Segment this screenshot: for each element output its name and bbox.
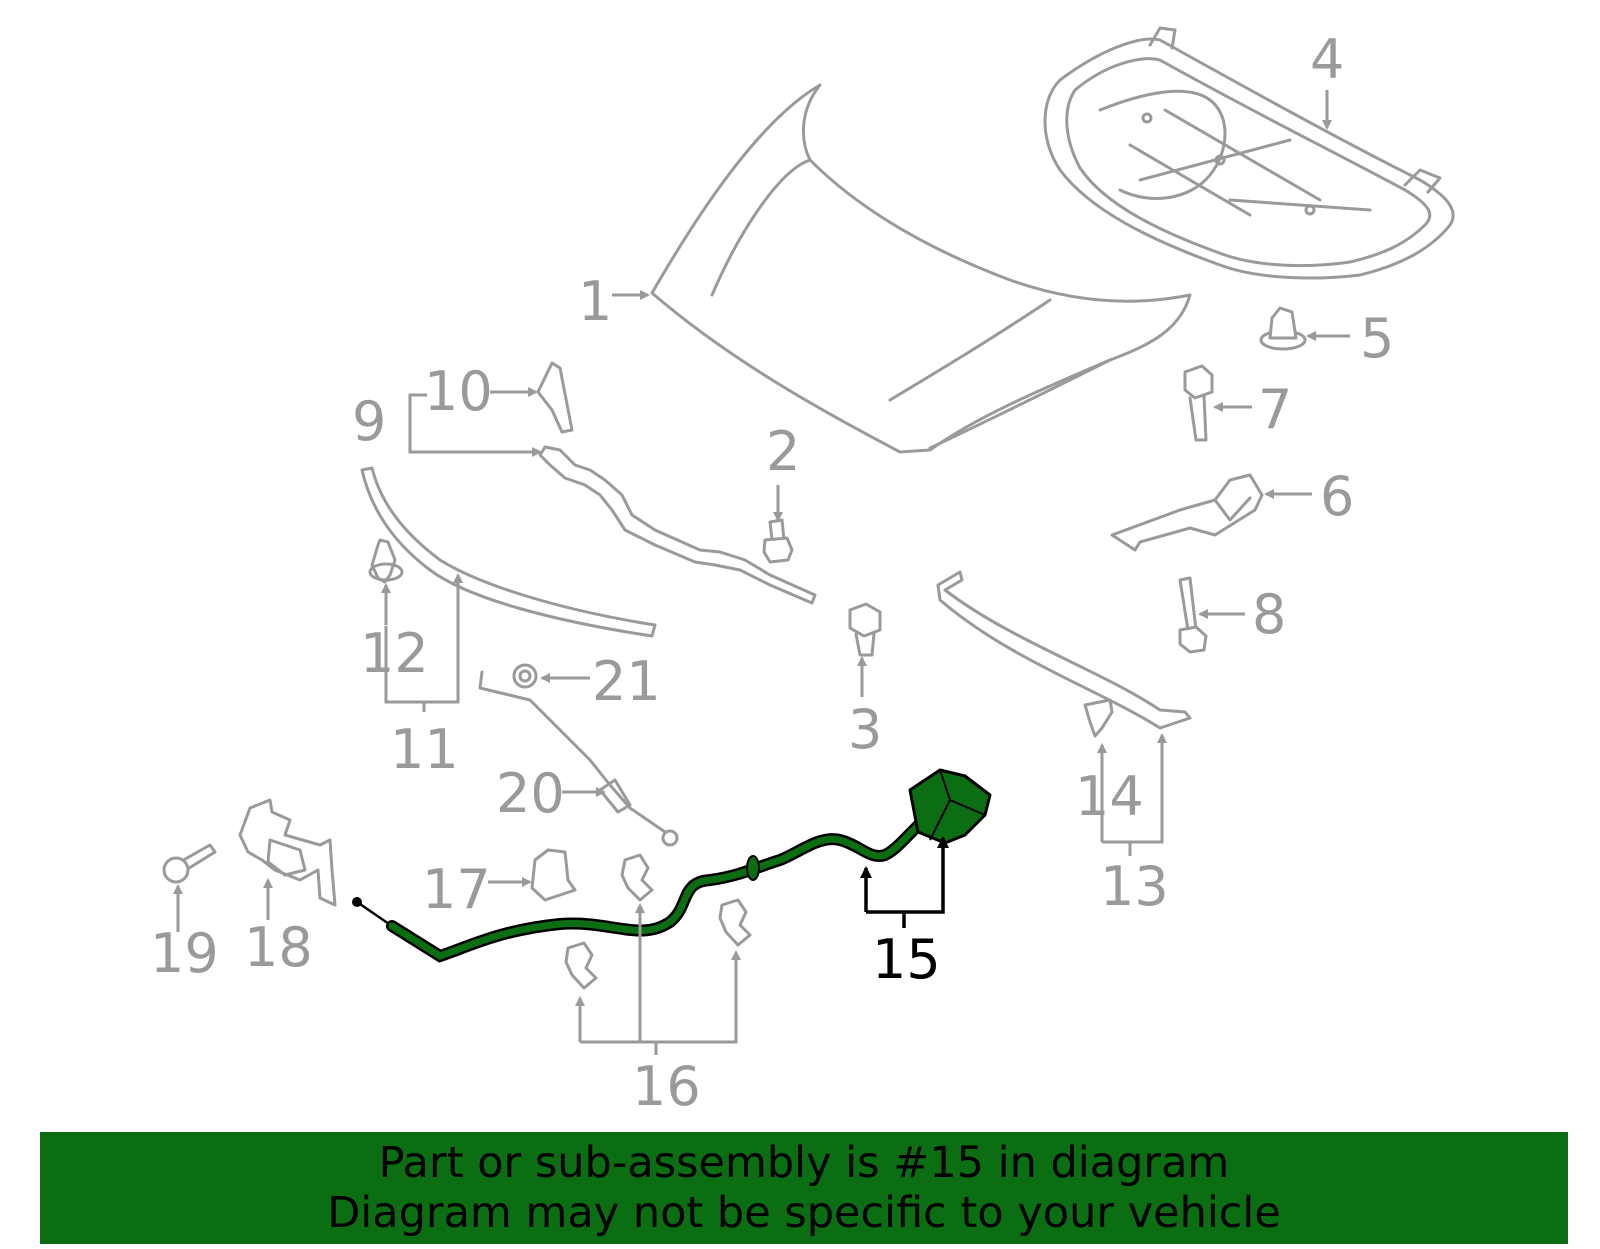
callout-3: 3 bbox=[848, 698, 882, 761]
bracket-10 bbox=[536, 361, 574, 434]
weatherstrip-9 bbox=[538, 445, 817, 605]
bracket-6 bbox=[1110, 473, 1264, 552]
callout-9: 9 bbox=[352, 390, 386, 453]
hood-insulator bbox=[1043, 26, 1455, 280]
callout-21: 21 bbox=[592, 650, 661, 713]
insulator-clip bbox=[1259, 306, 1307, 351]
callout-20: 20 bbox=[496, 762, 565, 825]
callout-11: 11 bbox=[390, 718, 459, 781]
callout-17: 17 bbox=[422, 858, 491, 921]
callout-labels: 1 2 3 4 5 6 7 8 9 10 11 12 13 14 15 16 1… bbox=[150, 28, 1394, 1118]
hood-latch-18 bbox=[238, 798, 337, 907]
hood-release-cable-15 bbox=[352, 768, 992, 963]
callout-1: 1 bbox=[578, 270, 612, 333]
callout-5: 5 bbox=[1360, 307, 1394, 370]
clip-12 bbox=[368, 538, 404, 584]
bolt-2 bbox=[762, 518, 794, 564]
support-rod-20 bbox=[478, 670, 679, 847]
clip-14 bbox=[1083, 698, 1114, 738]
info-banner: Part or sub-assembly is #15 in diagram D… bbox=[40, 1132, 1568, 1244]
clip-17 bbox=[530, 848, 577, 902]
callout-2: 2 bbox=[766, 420, 800, 483]
callout-12: 12 bbox=[360, 622, 429, 685]
banner-disclaimer: Diagram may not be specific to your vehi… bbox=[327, 1188, 1281, 1238]
seal-11 bbox=[360, 466, 657, 638]
leader-lines bbox=[173, 90, 1350, 1055]
callout-15: 15 bbox=[872, 928, 941, 991]
nut-21 bbox=[512, 663, 538, 689]
callout-6: 6 bbox=[1320, 465, 1354, 528]
callout-13: 13 bbox=[1100, 855, 1169, 918]
callout-7: 7 bbox=[1258, 378, 1292, 441]
callout-16: 16 bbox=[632, 1055, 701, 1118]
banner-part-note: Part or sub-assembly is #15 in diagram bbox=[378, 1138, 1230, 1188]
hood-panel bbox=[650, 83, 1192, 454]
clip-16-b bbox=[718, 898, 752, 947]
bolt-8 bbox=[1178, 576, 1208, 654]
bolt-7 bbox=[1183, 364, 1214, 442]
callout-19: 19 bbox=[150, 922, 219, 985]
callout-10: 10 bbox=[424, 360, 493, 423]
bolt-3 bbox=[848, 602, 882, 657]
bolt-19 bbox=[162, 843, 217, 884]
callout-4: 4 bbox=[1310, 28, 1344, 91]
clip-16-c bbox=[564, 941, 598, 990]
leader-15 bbox=[860, 836, 949, 928]
callout-18: 18 bbox=[244, 916, 313, 979]
clip-16-a bbox=[620, 853, 654, 902]
prop-rod-13 bbox=[936, 570, 1192, 730]
callout-14: 14 bbox=[1075, 765, 1144, 828]
callout-8: 8 bbox=[1252, 583, 1286, 646]
